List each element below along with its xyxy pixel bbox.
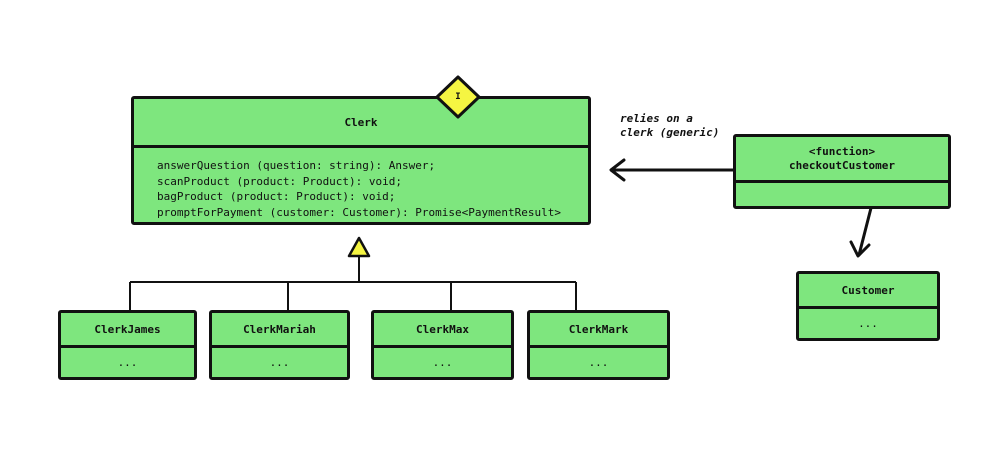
impl-box-clerkmax[interactable]: ClerkMax ... bbox=[371, 310, 514, 380]
impl-name: ClerkMax bbox=[416, 322, 469, 336]
impl-box-clerkjames[interactable]: ClerkJames ... bbox=[58, 310, 197, 380]
clerk-method: answerQuestion (question: string): Answe… bbox=[157, 159, 436, 172]
impl-header: ClerkJames bbox=[61, 313, 194, 348]
impl-box-clerkmark[interactable]: ClerkMark ... bbox=[527, 310, 670, 380]
clerk-header: Clerk bbox=[134, 99, 588, 148]
impl-ellipsis: ... bbox=[588, 356, 609, 369]
clerk-interface-box[interactable]: Clerk answerQuestion (question: string):… bbox=[131, 96, 591, 225]
interface-marker-label: I bbox=[455, 92, 461, 102]
clerk-method: promptForPayment (customer: Customer): P… bbox=[157, 205, 561, 219]
impl-header: ClerkMariah bbox=[212, 313, 347, 348]
relation-note-line: clerk (generic) bbox=[620, 126, 720, 139]
customer-body: ... bbox=[799, 309, 937, 338]
impl-ellipsis: ... bbox=[432, 356, 453, 369]
customer-box[interactable]: Customer ... bbox=[796, 271, 940, 341]
clerk-methods: answerQuestion (question: string): Answe… bbox=[134, 148, 588, 220]
dependency-arrow-head bbox=[609, 158, 626, 182]
impl-ellipsis: ... bbox=[117, 356, 138, 369]
association-arrow-head bbox=[849, 240, 871, 258]
clerk-method: scanProduct (product: Product): void; bbox=[157, 174, 403, 188]
impl-body: ... bbox=[374, 348, 511, 377]
impl-name: ClerkMariah bbox=[243, 322, 316, 336]
impl-name: ClerkJames bbox=[94, 322, 161, 336]
checkout-name: checkoutCustomer bbox=[789, 158, 895, 172]
clerk-method: bagProduct (product: Product): void; bbox=[157, 190, 396, 203]
association-arrow-line bbox=[857, 206, 873, 257]
customer-header: Customer bbox=[799, 274, 937, 309]
customer-ellipsis: ... bbox=[858, 317, 878, 330]
impl-ellipsis: ... bbox=[269, 356, 290, 369]
impl-body: ... bbox=[530, 348, 667, 377]
clerk-name: Clerk bbox=[344, 115, 378, 129]
checkout-stereotype: <function> bbox=[808, 144, 876, 158]
impl-header: ClerkMark bbox=[530, 313, 667, 348]
impl-body: ... bbox=[61, 348, 194, 377]
checkout-header: <function> checkoutCustomer bbox=[736, 137, 948, 183]
generalization-triangle bbox=[347, 236, 371, 258]
impl-header: ClerkMax bbox=[374, 313, 511, 348]
relation-note-line: relies on a bbox=[620, 112, 693, 125]
checkout-customer-box[interactable]: <function> checkoutCustomer bbox=[733, 134, 951, 209]
impl-body: ... bbox=[212, 348, 347, 377]
impl-name: ClerkMark bbox=[568, 322, 629, 336]
customer-name: Customer bbox=[841, 283, 895, 297]
impl-box-clerkmariah[interactable]: ClerkMariah ... bbox=[209, 310, 350, 380]
